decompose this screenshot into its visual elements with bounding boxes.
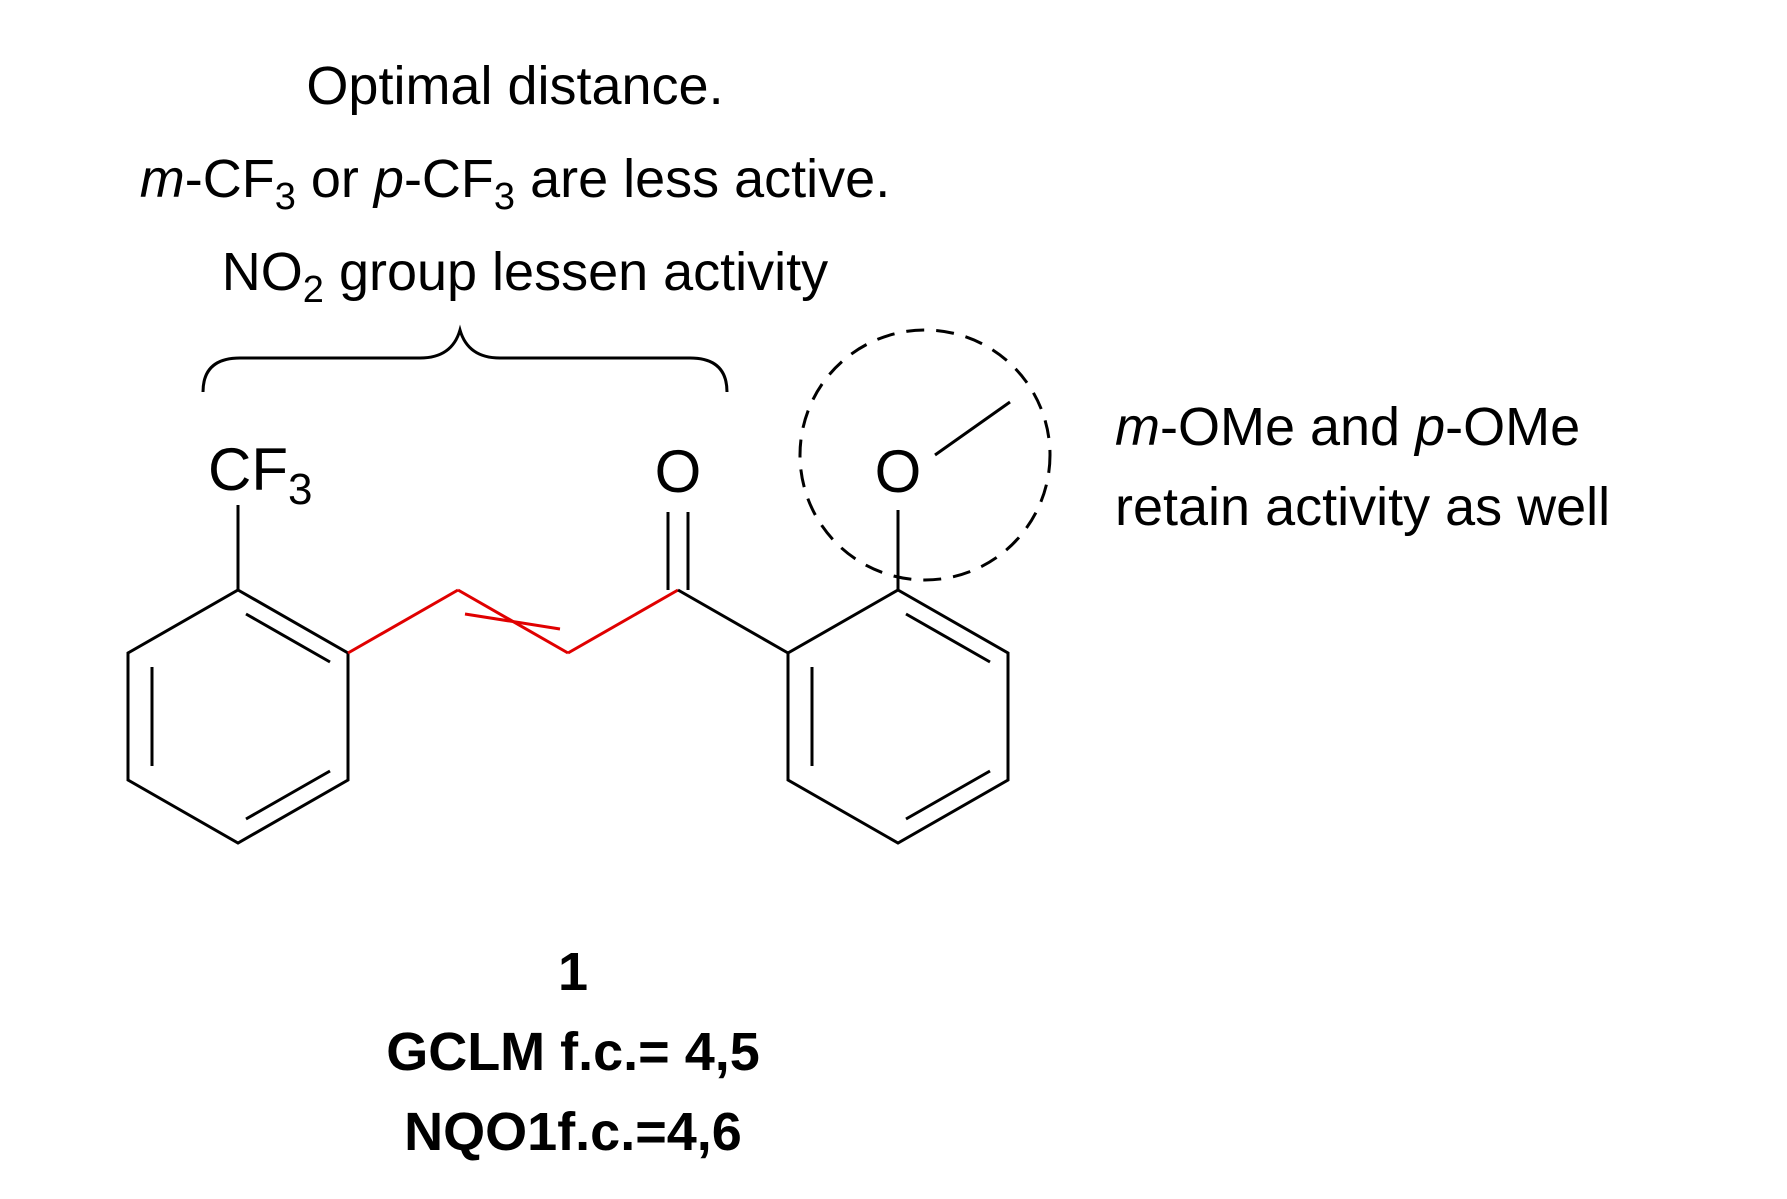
- gclm-fold-change: GCLM f.c.= 4,5: [386, 1022, 760, 1082]
- right-benzene-ring: [786, 588, 1010, 845]
- right-annotation-line-1: m-OMe and p-OMe: [1115, 397, 1580, 457]
- curly-brace: [201, 324, 729, 393]
- left-benzene-ring: [126, 588, 350, 845]
- annotation-line-3: NO2 group lessen activity: [222, 242, 828, 311]
- methyl-bond: [934, 400, 1011, 457]
- carbonyl-oxygen: O: [655, 438, 702, 505]
- right-annotation-line-2: retain activity as well: [1115, 477, 1610, 537]
- cf3-label: CF3: [208, 436, 312, 514]
- annotation-line-1: Optimal distance.: [306, 56, 723, 116]
- enone-linker: [347, 588, 679, 655]
- compound-number: 1: [558, 942, 588, 1002]
- methoxy-oxygen: O: [875, 438, 922, 505]
- nqo1-fold-change: NQO1f.c.=4,6: [404, 1102, 742, 1162]
- ketone-aryl-bond: [677, 588, 789, 655]
- annotation-line-2: m-CF3 or p-CF3 are less active.: [140, 149, 890, 218]
- methoxy-highlight-circle: [798, 328, 1052, 582]
- carbonyl-bond: [666, 512, 690, 590]
